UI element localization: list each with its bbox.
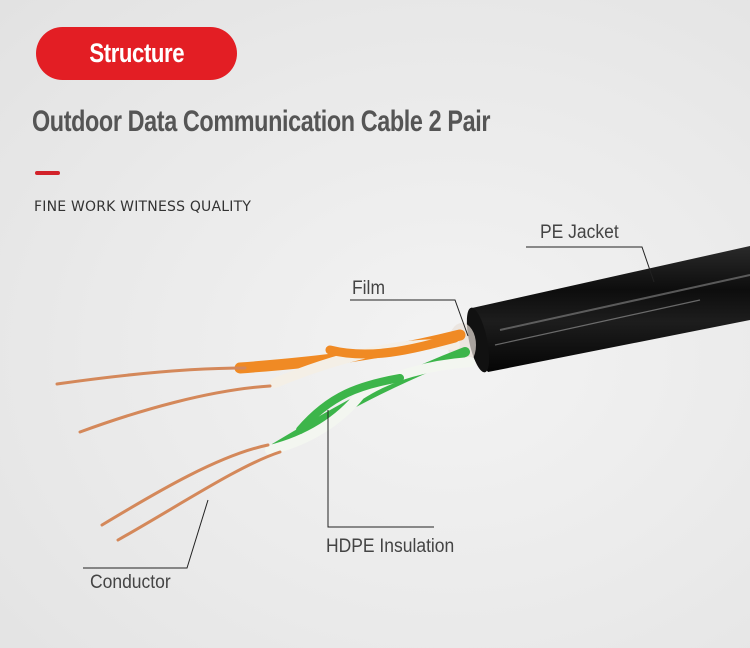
subtitle: FINE WORK WITNESS QUALITY — [34, 199, 252, 215]
copper-conductors — [55, 366, 282, 542]
structure-badge: Structure — [36, 27, 237, 80]
page-title: Outdoor Data Communication Cable 2 Pair — [32, 105, 491, 138]
pe-jacket-shape — [466, 246, 750, 373]
callout-film: Film — [352, 278, 386, 299]
callout-conductor: Conductor — [90, 572, 171, 593]
accent-divider — [35, 171, 60, 175]
green-pair — [265, 347, 475, 455]
leader-lines — [83, 246, 655, 569]
structure-badge-label: Structure — [89, 38, 184, 68]
callout-pe-jacket: PE Jacket — [540, 222, 619, 243]
callout-hdpe-insulation: HDPE Insulation — [326, 536, 455, 557]
orange-pair — [234, 329, 466, 388]
